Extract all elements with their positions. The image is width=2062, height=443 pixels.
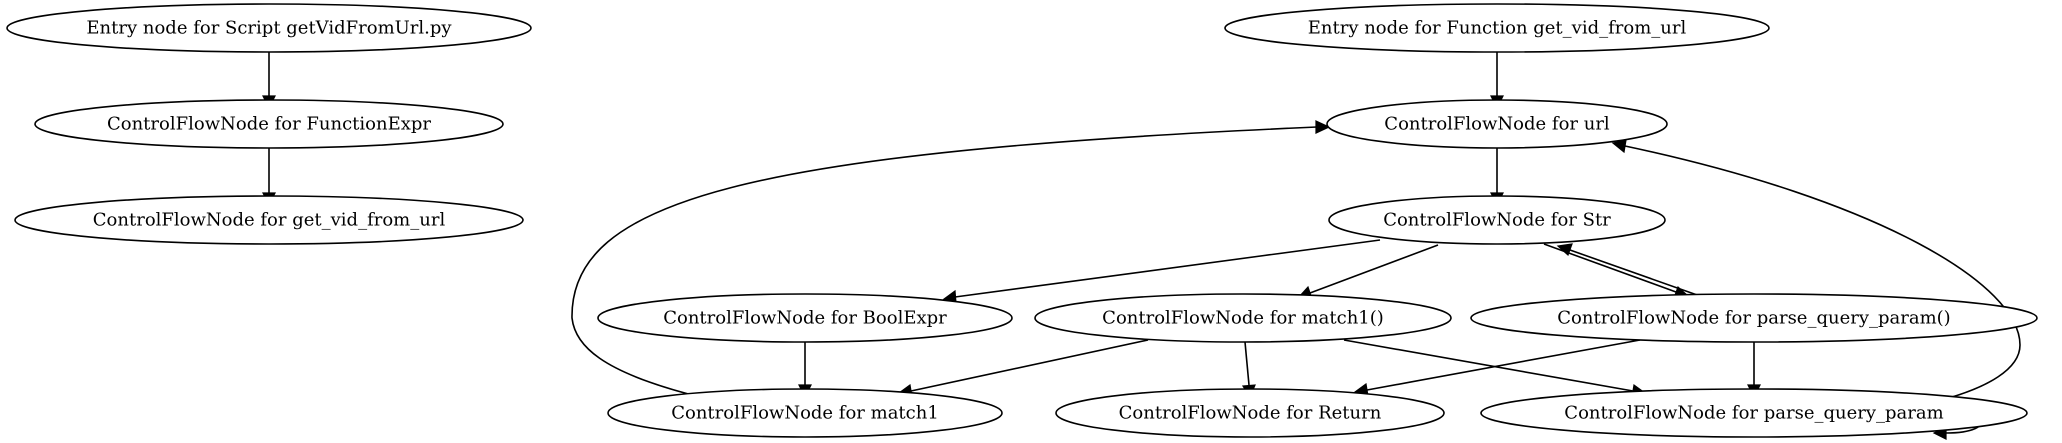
- node-label: ControlFlowNode for Str: [1383, 210, 1611, 231]
- node-get-vid-from-url: ControlFlowNode for get_vid_from_url: [14, 195, 524, 245]
- node-match1-call: ControlFlowNode for match1(): [1034, 293, 1452, 343]
- node-return: ControlFlowNode for Return: [1055, 388, 1445, 438]
- edge-match1-call-to-pqp: [1343, 339, 1647, 398]
- node-pqp: ControlFlowNode for parse_query_param: [1480, 388, 2028, 438]
- edge-str-to-match1-call: [1297, 244, 1439, 300]
- edge-match1-to-url: [571, 120, 1331, 398]
- edge-pqp-call-to-return: [1353, 339, 1641, 397]
- node-boolexpr: ControlFlowNode for BoolExpr: [597, 293, 1013, 343]
- node-label: ControlFlowNode for FunctionExpr: [107, 114, 431, 135]
- node-match1: ControlFlowNode for match1: [607, 388, 1003, 438]
- node-url: ControlFlowNode for url: [1326, 99, 1668, 149]
- node-script-entry: Entry node for Script getVidFromUrl.py: [6, 3, 532, 53]
- node-label: ControlFlowNode for Return: [1119, 403, 1382, 424]
- node-label: ControlFlowNode for match1: [671, 403, 939, 424]
- edge-str-to-boolexpr: [942, 239, 1381, 304]
- edge-pqp-call-to-str: [1556, 243, 1701, 297]
- node-label: ControlFlowNode for parse_query_param(): [1557, 308, 1950, 329]
- node-label: ControlFlowNode for url: [1384, 114, 1610, 135]
- node-label: ControlFlowNode for BoolExpr: [663, 308, 947, 329]
- node-str: ControlFlowNode for Str: [1328, 195, 1666, 245]
- edge-pqp-to-url: [1611, 139, 2021, 403]
- node-func-entry: Entry node for Function get_vid_from_url: [1224, 3, 1770, 53]
- node-label: ControlFlowNode for parse_query_param: [1564, 403, 1943, 424]
- edge-match1-call-to-match1: [897, 339, 1149, 398]
- node-label: Entry node for Function get_vid_from_url: [1308, 18, 1687, 39]
- node-label: ControlFlowNode for get_vid_from_url: [93, 210, 446, 231]
- node-pqp-call: ControlFlowNode for parse_query_param(): [1470, 293, 2038, 343]
- node-label: Entry node for Script getVidFromUrl.py: [86, 18, 452, 39]
- node-function-expr: ControlFlowNode for FunctionExpr: [34, 99, 504, 149]
- node-label: ControlFlowNode for match1(): [1102, 308, 1384, 329]
